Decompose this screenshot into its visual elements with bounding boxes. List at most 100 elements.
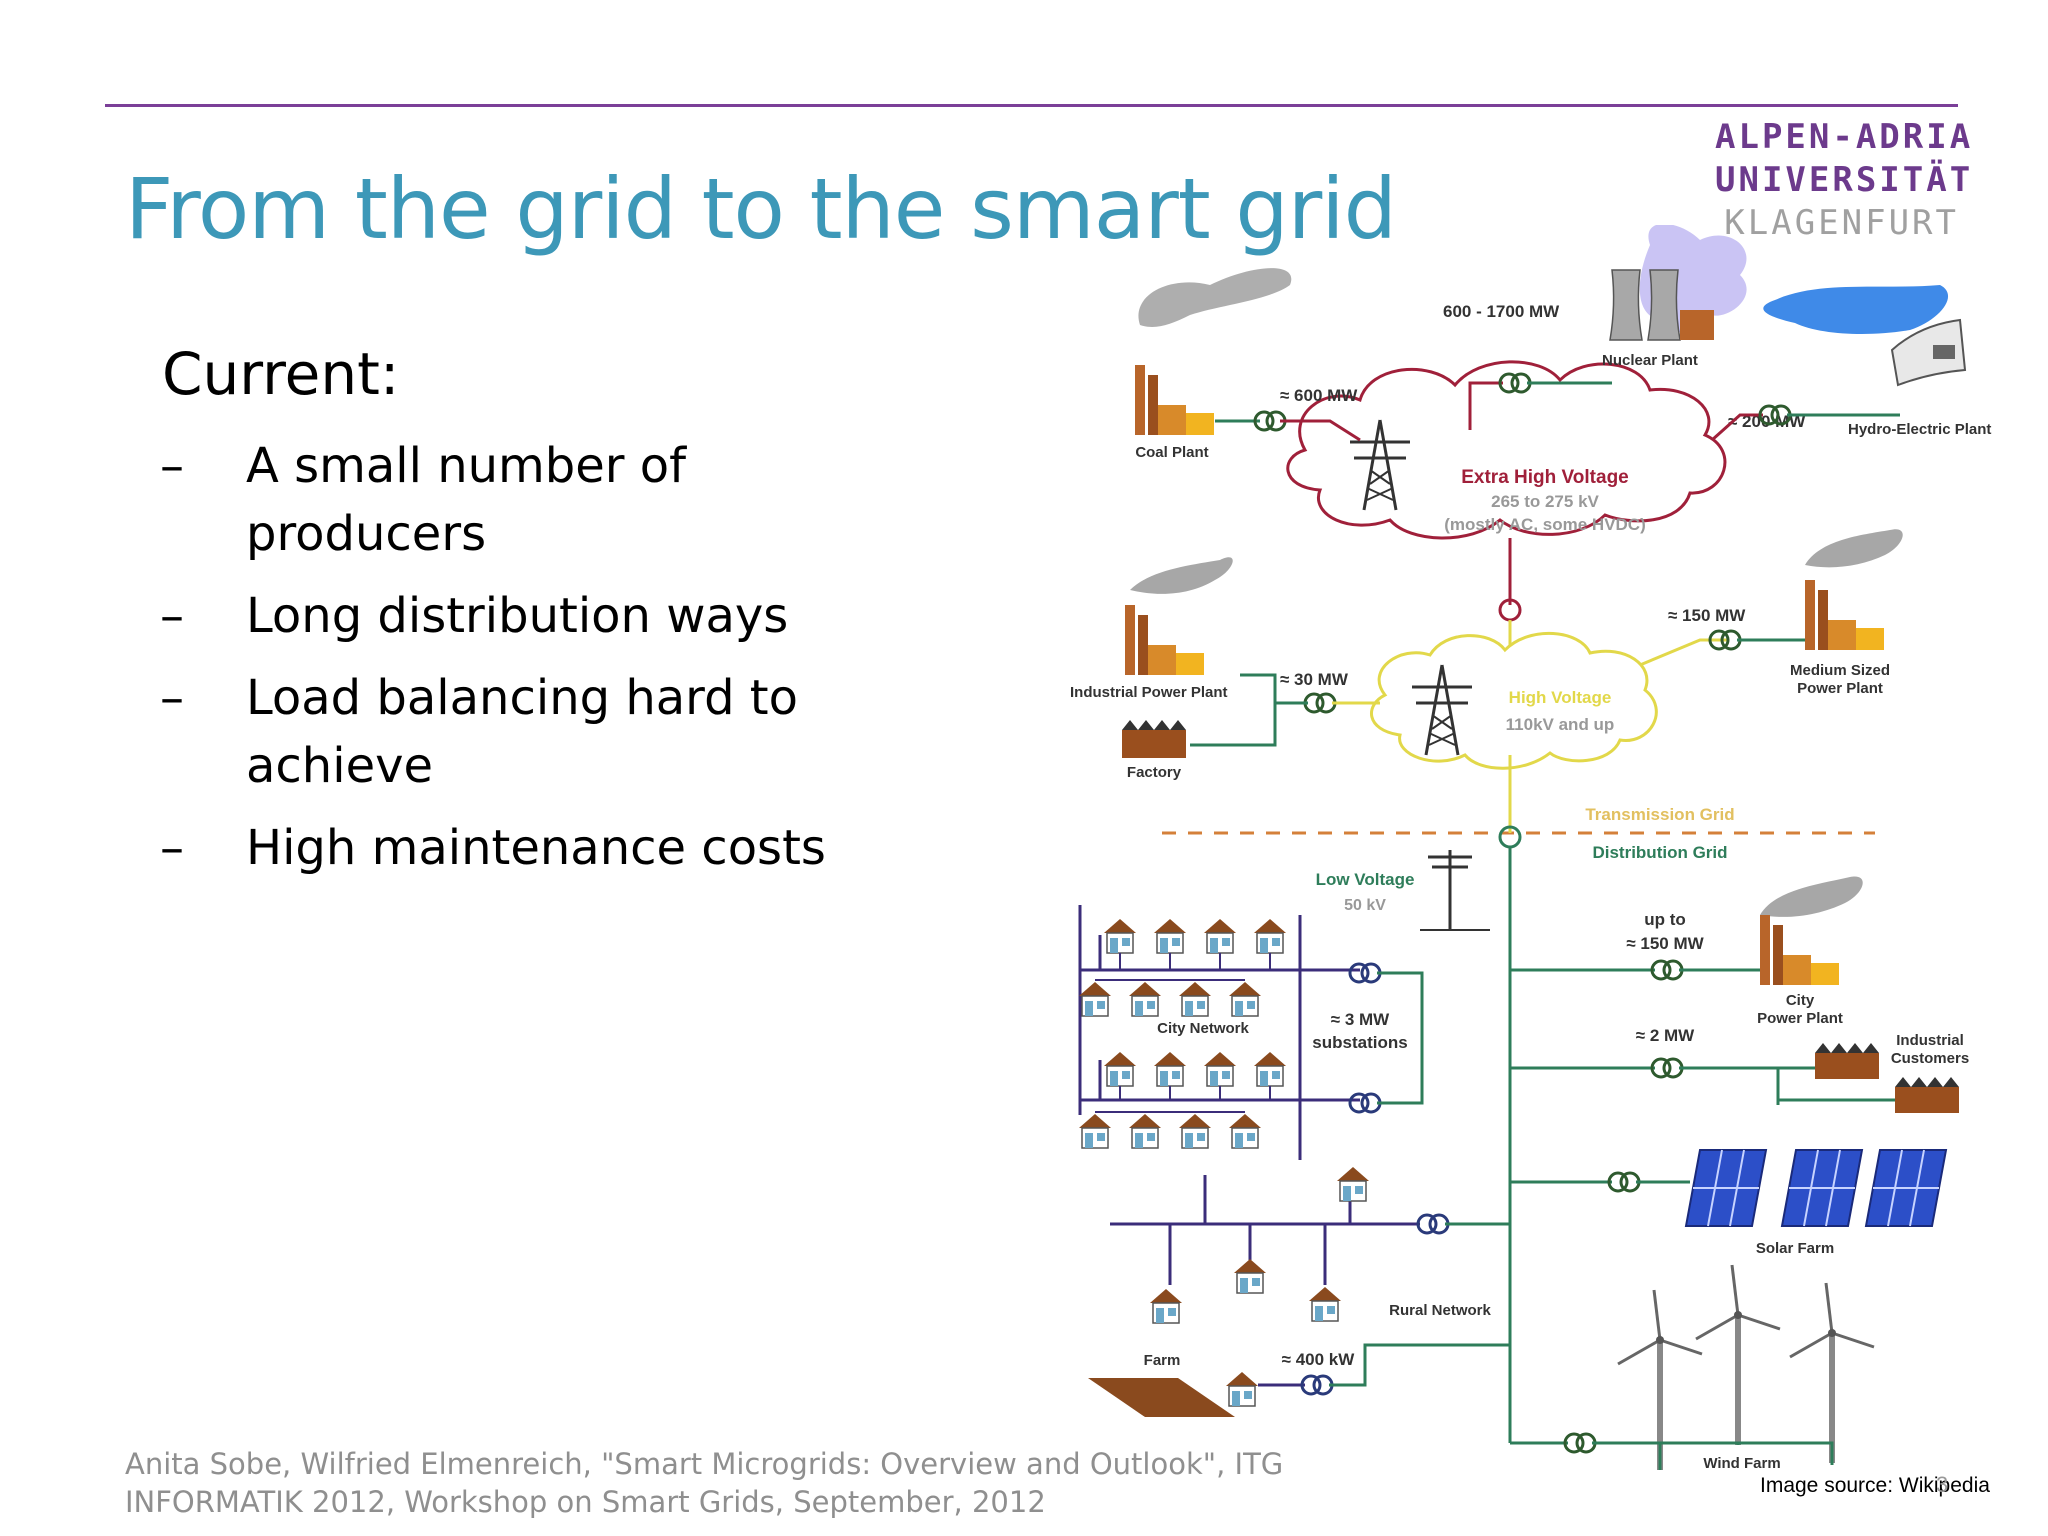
reference-line-1: Anita Sobe, Wilfried Elmenreich, "Smart … bbox=[125, 1447, 1284, 1481]
house-icon bbox=[1253, 918, 1287, 954]
coal-plant-label: Coal Plant bbox=[1135, 444, 1208, 461]
wind-turbine-icon bbox=[1788, 1281, 1876, 1465]
hv-title: High Voltage bbox=[1509, 688, 1612, 707]
ehv-note: (mostly AC, some HVDC) bbox=[1444, 515, 1646, 534]
bullet-item: – High maintenance costs bbox=[160, 814, 840, 882]
university-logo: ALPEN-ADRIA UNIVERSITÄT KLAGENFURT bbox=[1715, 116, 1974, 245]
house-icon bbox=[1178, 1113, 1212, 1149]
hv-cloud: High Voltage 110kV and up bbox=[1370, 631, 1658, 770]
medium-plant-icon bbox=[1805, 580, 1884, 650]
bullet-marker: – bbox=[160, 588, 184, 644]
hv-range: 110kV and up bbox=[1506, 715, 1615, 734]
rural-network-label: Rural Network bbox=[1389, 1302, 1491, 1319]
title-rule bbox=[105, 104, 1958, 107]
bullet-marker: – bbox=[160, 670, 184, 726]
house-icon bbox=[1103, 918, 1137, 954]
substations-mw: ≈ 3 MW bbox=[1331, 1010, 1390, 1029]
rural-network bbox=[1110, 1166, 1420, 1324]
reference-line-2: INFORMATIK 2012, Workshop on Smart Grids… bbox=[125, 1485, 1046, 1519]
power-grid-diagram: Extra High Voltage 265 to 275 kV (mostly… bbox=[1070, 225, 1991, 1472]
ehv-title: Extra High Voltage bbox=[1461, 467, 1629, 488]
coal-plant-icon bbox=[1135, 365, 1214, 435]
hydro-mw: ≈ 200 MW bbox=[1728, 412, 1806, 431]
industrial-customers-label-2: Customers bbox=[1891, 1050, 1969, 1067]
bullet-item: – A small number of producers bbox=[160, 432, 840, 568]
city-network-label: City Network bbox=[1157, 1020, 1249, 1037]
city-mw: ≈ 150 MW bbox=[1626, 934, 1704, 953]
industrial-mw2: ≈ 2 MW bbox=[1636, 1026, 1695, 1045]
ehv-range: 265 to 275 kV bbox=[1491, 492, 1599, 511]
solar-farm-label: Solar Farm bbox=[1756, 1240, 1834, 1257]
utility-pole-icon bbox=[1420, 850, 1490, 931]
bullet-item: – Long distribution ways bbox=[160, 582, 840, 650]
bullet-item: – Load balancing hard to achieve bbox=[160, 664, 840, 800]
medium-plant-label-1: Medium Sized bbox=[1790, 662, 1890, 679]
solar-panel-icon bbox=[1865, 1149, 1947, 1227]
lv-title: Low Voltage bbox=[1316, 870, 1415, 889]
house-icon bbox=[1203, 1051, 1237, 1087]
transmission-label: Transmission Grid bbox=[1585, 805, 1734, 824]
substations-label: substations bbox=[1312, 1033, 1407, 1052]
house-icon bbox=[1153, 1051, 1187, 1087]
medium-plant-label-2: Power Plant bbox=[1797, 680, 1883, 697]
industrial-plant-icon bbox=[1125, 605, 1204, 675]
smoke-icon bbox=[1760, 876, 1863, 917]
section-heading: Current: bbox=[162, 340, 400, 408]
house-icon bbox=[1128, 981, 1162, 1017]
house-icon bbox=[1228, 981, 1262, 1017]
farm-label: Farm bbox=[1144, 1352, 1181, 1369]
solar-panel-icon bbox=[1781, 1149, 1863, 1227]
factory-label: Factory bbox=[1127, 764, 1182, 781]
distribution-label: Distribution Grid bbox=[1592, 843, 1727, 862]
house-icon bbox=[1203, 918, 1237, 954]
house-icon bbox=[1128, 1113, 1162, 1149]
bullet-text: High maintenance costs bbox=[246, 820, 826, 876]
smoke-icon bbox=[1130, 557, 1233, 594]
hydro-plant-label: Hydro-Electric Plant bbox=[1848, 421, 1991, 438]
smoke-icon bbox=[1805, 529, 1903, 568]
house-icon bbox=[1253, 1051, 1287, 1087]
bullet-marker: – bbox=[160, 820, 184, 876]
bullet-text: Load balancing hard to achieve bbox=[246, 670, 798, 794]
coal-mw: ≈ 600 MW bbox=[1280, 386, 1358, 405]
industrial-plant-label: Industrial Power Plant bbox=[1070, 684, 1228, 701]
wind-farm-label: Wind Farm bbox=[1703, 1455, 1780, 1472]
logo-line-2: UNIVERSITÄT bbox=[1715, 160, 1974, 200]
solar-panel-icon bbox=[1685, 1149, 1767, 1227]
city-upto: up to bbox=[1644, 910, 1686, 929]
city-network bbox=[1078, 905, 1360, 1160]
logo-line-1: ALPEN-ADRIA bbox=[1715, 117, 1974, 157]
house-icon bbox=[1225, 1371, 1259, 1407]
water-icon bbox=[1763, 285, 1949, 335]
image-source: Image source: Wikipedia bbox=[1760, 1474, 1990, 1497]
bullet-marker: – bbox=[160, 438, 184, 494]
house-icon bbox=[1149, 1288, 1183, 1324]
house-icon bbox=[1103, 1051, 1137, 1087]
house-icon bbox=[1336, 1166, 1370, 1202]
house-icon bbox=[1178, 981, 1212, 1017]
house-icon bbox=[1153, 918, 1187, 954]
house-icon bbox=[1228, 1113, 1262, 1149]
reference: Anita Sobe, Wilfried Elmenreich, "Smart … bbox=[125, 1445, 1283, 1521]
bullet-text: Long distribution ways bbox=[246, 588, 789, 644]
nuclear-plant-icon bbox=[1609, 269, 1714, 341]
bullet-text: A small number of producers bbox=[246, 438, 687, 562]
factory-icon bbox=[1122, 720, 1186, 758]
field-icon bbox=[1088, 1378, 1235, 1417]
industrial-customers-icon bbox=[1815, 1043, 1959, 1113]
slide-title: From the grid to the smart grid bbox=[125, 160, 1397, 258]
nuclear-plant-label: Nuclear Plant bbox=[1602, 352, 1698, 369]
house-icon bbox=[1078, 1113, 1112, 1149]
bullet-list: – A small number of producers – Long distr… bbox=[160, 432, 840, 896]
house-icon bbox=[1308, 1286, 1342, 1322]
page-number: 3 bbox=[1936, 1472, 1949, 1497]
smoke-icon bbox=[1138, 268, 1292, 327]
industrial-mw: ≈ 30 MW bbox=[1280, 670, 1349, 689]
city-plant-icon bbox=[1760, 915, 1839, 985]
city-plant-label-1: City bbox=[1786, 992, 1815, 1009]
lv-range: 50 kV bbox=[1344, 897, 1386, 914]
industrial-customers-label-1: Industrial bbox=[1896, 1032, 1964, 1049]
house-icon bbox=[1078, 981, 1112, 1017]
medium-mw: ≈ 150 MW bbox=[1668, 606, 1746, 625]
city-plant-label-2: Power Plant bbox=[1757, 1010, 1843, 1027]
